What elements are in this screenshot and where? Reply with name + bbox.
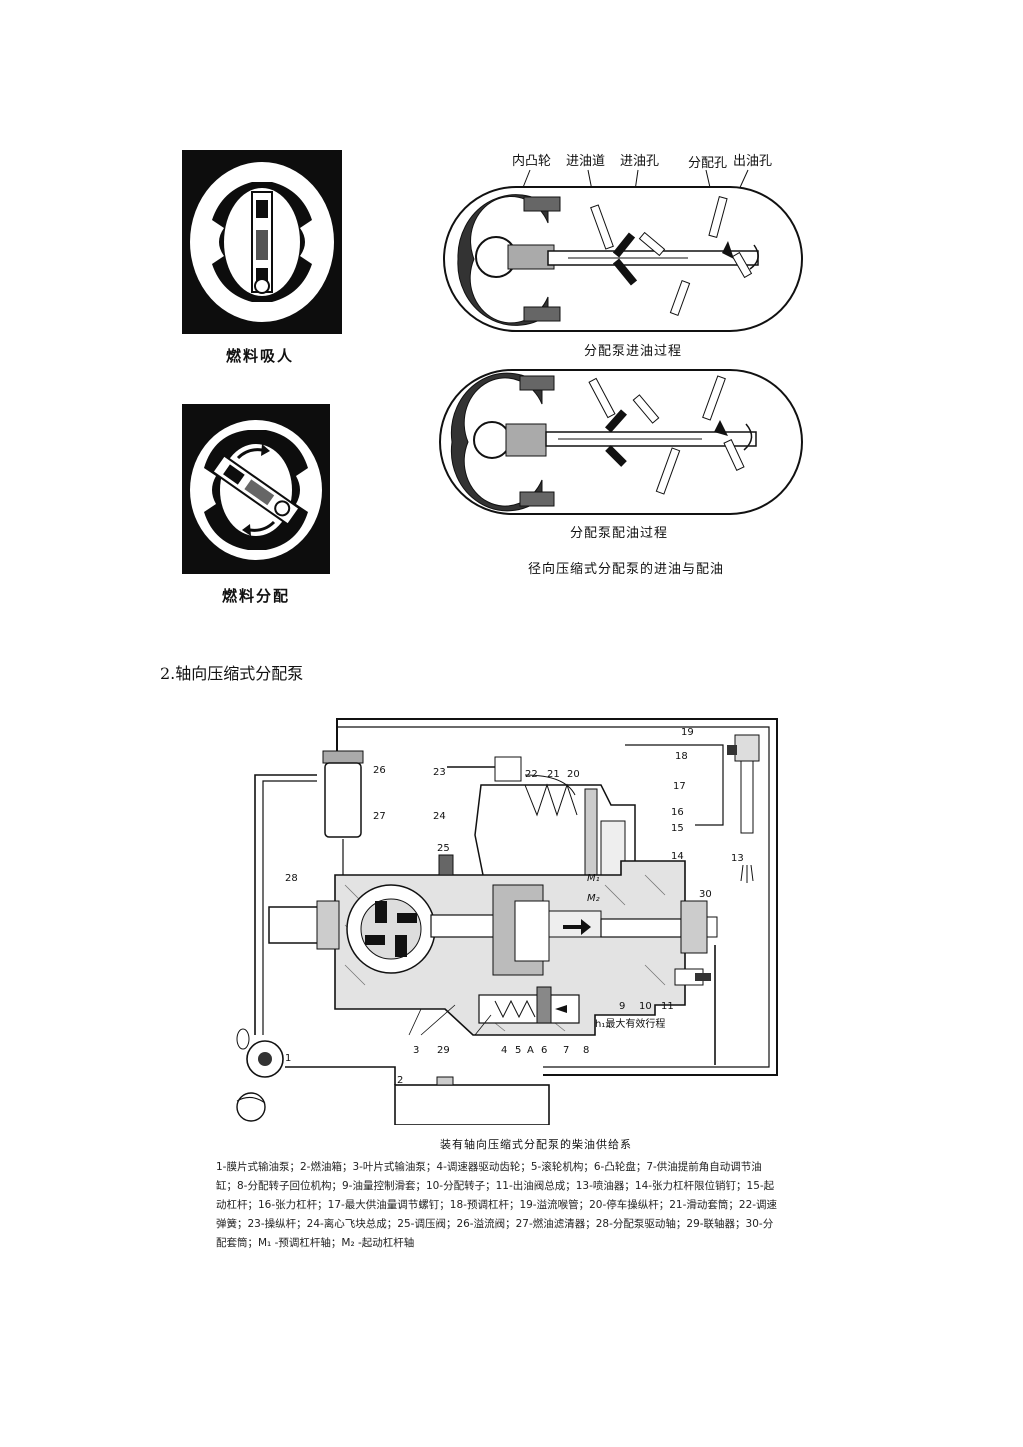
- part-6: 6: [541, 1045, 547, 1056]
- part-number-labels: 1 2 3 4 5 A 6 7 8 9 10 11 13 14 15 16 17…: [285, 727, 744, 1086]
- intake-process-diagram: [443, 169, 803, 332]
- distribution-process-caption: 分配泵配油过程: [570, 526, 669, 541]
- part-20: 20: [567, 769, 580, 780]
- part-1: 1: [285, 1053, 291, 1064]
- part-28: 28: [285, 873, 298, 884]
- part-2: 2: [397, 1075, 403, 1086]
- fuel-distribution-label: 燃料分配: [222, 587, 291, 605]
- part-4: 4: [501, 1045, 507, 1056]
- part-29: 29: [437, 1045, 450, 1056]
- intake-process-caption: 分配泵进油过程: [584, 344, 683, 359]
- part-3: 3: [413, 1045, 419, 1056]
- legend-line: 缸；8-分配转子回位机构；9-油量控制滑套；10-分配转子；11-出油阀总成；1…: [216, 1180, 775, 1192]
- inlet-hole-label: 进油孔: [620, 154, 660, 169]
- legend-line: 配套筒；M₁ -预调杠杆轴；M₂ -起动杠杆轴: [216, 1237, 415, 1249]
- label-m1: M₁: [587, 873, 600, 884]
- part-7: 7: [563, 1045, 569, 1056]
- section-heading: 2.轴向压缩式分配泵: [160, 664, 304, 683]
- figure1-main-caption: 径向压缩式分配泵的进油与配油: [528, 562, 725, 577]
- part-9: 9: [619, 1001, 625, 1012]
- part-A: A: [527, 1045, 534, 1056]
- part-30: 30: [699, 889, 712, 900]
- part-17: 17: [673, 781, 686, 792]
- part-27: 27: [373, 811, 386, 822]
- legend-line: 动杠杆；16-张力杠杆；17-最大供油量调节螺钉；18-预调杠杆；19-溢流喉管…: [216, 1199, 778, 1211]
- part-18: 18: [675, 751, 688, 762]
- axial-pump-system-diagram: 1 2 3 4 5 A 6 7 8 9 10 11 13 14 15 16 17…: [236, 718, 778, 1125]
- part-23: 23: [433, 767, 446, 778]
- figure2-legend: 1-膜片式输油泵；2-燃油箱；3-叶片式输油泵；4-调速器驱动齿轮；5-滚轮机构…: [216, 1158, 808, 1253]
- part-16: 16: [671, 807, 684, 818]
- part-26: 26: [373, 765, 386, 776]
- part-14: 14: [671, 851, 684, 862]
- part-22: 22: [525, 769, 538, 780]
- inner-cam-label: 内凸轮: [512, 154, 552, 169]
- label-m2: M₂: [587, 893, 600, 904]
- figure2-title: 装有轴向压缩式分配泵的柴油供给系: [440, 1138, 632, 1151]
- fuel-intake-label: 燃料吸人: [226, 347, 295, 365]
- distribution-hole-label: 分配孔: [688, 156, 728, 171]
- part-19: 19: [681, 727, 694, 738]
- fuel-distribution-illustration: [182, 404, 330, 574]
- distribution-process-diagram: [439, 369, 803, 515]
- legend-line: 弹簧；23-操纵杆；24-离心飞块总成；25-调压阀；26-溢流阀；27-燃油滤…: [216, 1218, 774, 1230]
- part-13: 13: [731, 853, 744, 864]
- part-5: 5: [515, 1045, 521, 1056]
- inlet-passage-label: 进油道: [566, 154, 606, 169]
- legend-line: 1-膜片式输油泵；2-燃油箱；3-叶片式输油泵；4-调速器驱动齿轮；5-滚轮机构…: [216, 1161, 762, 1173]
- label-max-stroke: h₁最大有效行程: [595, 1017, 665, 1030]
- part-15: 15: [671, 823, 684, 834]
- part-24: 24: [433, 811, 446, 822]
- part-21: 21: [547, 769, 560, 780]
- part-10: 10: [639, 1001, 652, 1012]
- part-11: 11: [661, 1001, 674, 1012]
- part-25: 25: [437, 843, 450, 854]
- outlet-hole-label: 出油孔: [733, 154, 773, 169]
- fuel-intake-illustration: [182, 150, 342, 334]
- part-8: 8: [583, 1045, 589, 1056]
